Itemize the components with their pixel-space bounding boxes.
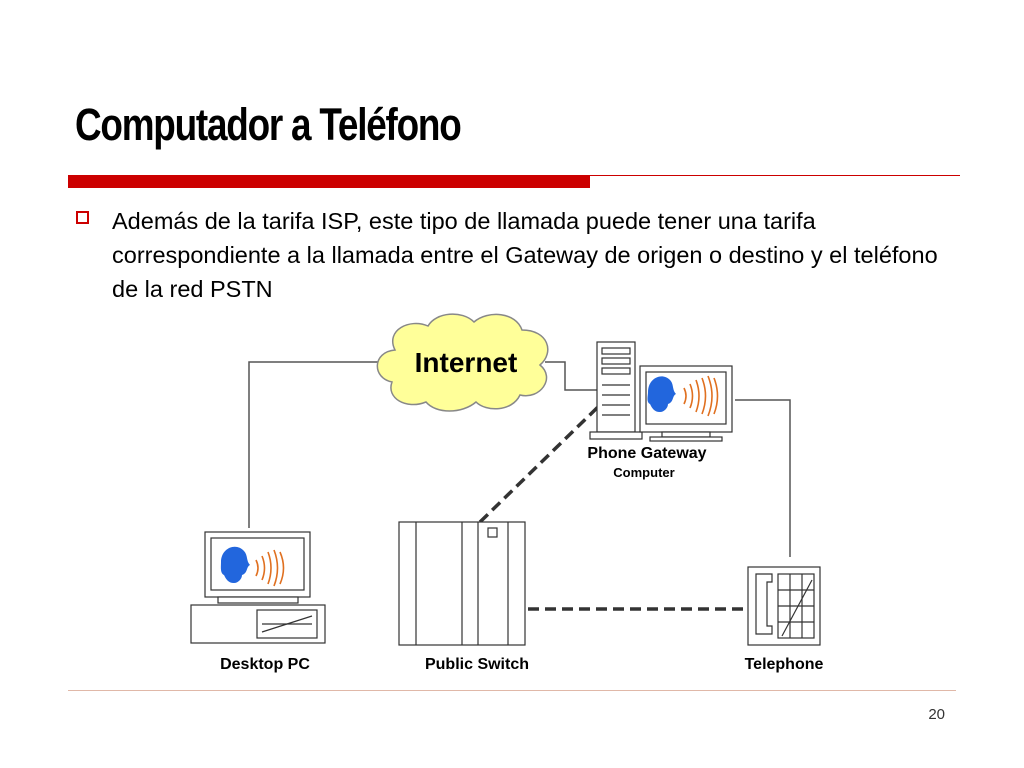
dashed-links: [478, 403, 752, 611]
public-switch: [398, 521, 526, 646]
internet-label: Internet: [415, 347, 518, 378]
phone-gateway-computer: [589, 341, 733, 442]
desktop-face-icon: [220, 546, 285, 587]
gateway-sublabel: Computer: [613, 465, 674, 480]
footer-divider: [68, 690, 956, 691]
desktop-pc: [190, 531, 326, 644]
gateway-label: Phone Gateway: [587, 445, 706, 462]
switch-label: Public Switch: [425, 656, 529, 673]
hollow-square-bullet-icon: [76, 211, 89, 224]
gateway-to-telephone-link: [735, 399, 791, 557]
internet-cloud: Internet: [376, 313, 549, 412]
telephone: [747, 566, 821, 646]
title-underline-thin: [590, 175, 960, 176]
internet-to-gateway-link: [545, 361, 597, 391]
switch-to-gateway-link: [478, 403, 602, 524]
desktop-label: Desktop PC: [220, 656, 310, 673]
bullet-text: Además de la tarifa ISP, este tipo de ll…: [112, 208, 938, 302]
telephone-label: Telephone: [745, 656, 824, 673]
desktop-to-internet-link: [248, 361, 380, 528]
page-number: 20: [928, 706, 945, 723]
gateway-face-icon: [647, 375, 719, 417]
solid-links: [248, 361, 791, 557]
title-underline-thick: [68, 175, 590, 188]
slide-title: Computador a Teléfono: [75, 99, 462, 150]
